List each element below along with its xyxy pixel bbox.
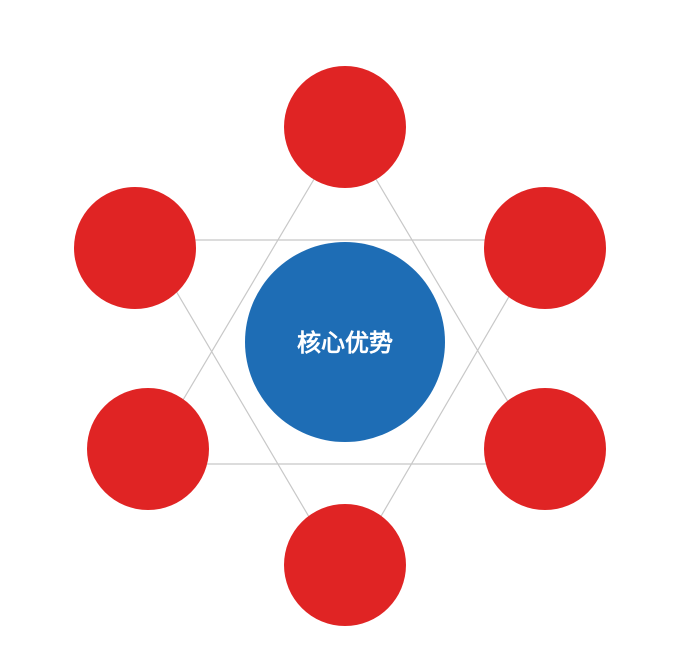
node-circle-bottom bbox=[284, 504, 406, 626]
node-top bbox=[284, 66, 406, 188]
center-node: 核心优势 bbox=[245, 242, 445, 442]
node-circle-lower-right bbox=[484, 388, 606, 510]
node-bottom bbox=[284, 504, 406, 626]
node-upper-left bbox=[74, 187, 196, 309]
node-circle-upper-right bbox=[484, 187, 606, 309]
center-circle bbox=[245, 242, 445, 442]
connector-lines bbox=[143, 125, 547, 580]
node-circle-upper-left bbox=[74, 187, 196, 309]
triangle-up-connector bbox=[143, 125, 547, 465]
node-lower-right bbox=[484, 388, 606, 510]
triangle-down-connector bbox=[144, 239, 544, 580]
node-circle-top bbox=[284, 66, 406, 188]
node-circle-lower-left bbox=[87, 388, 209, 510]
node-upper-right bbox=[484, 187, 606, 309]
center-label: 核心优势 bbox=[297, 329, 393, 357]
node-lower-left bbox=[87, 388, 209, 510]
